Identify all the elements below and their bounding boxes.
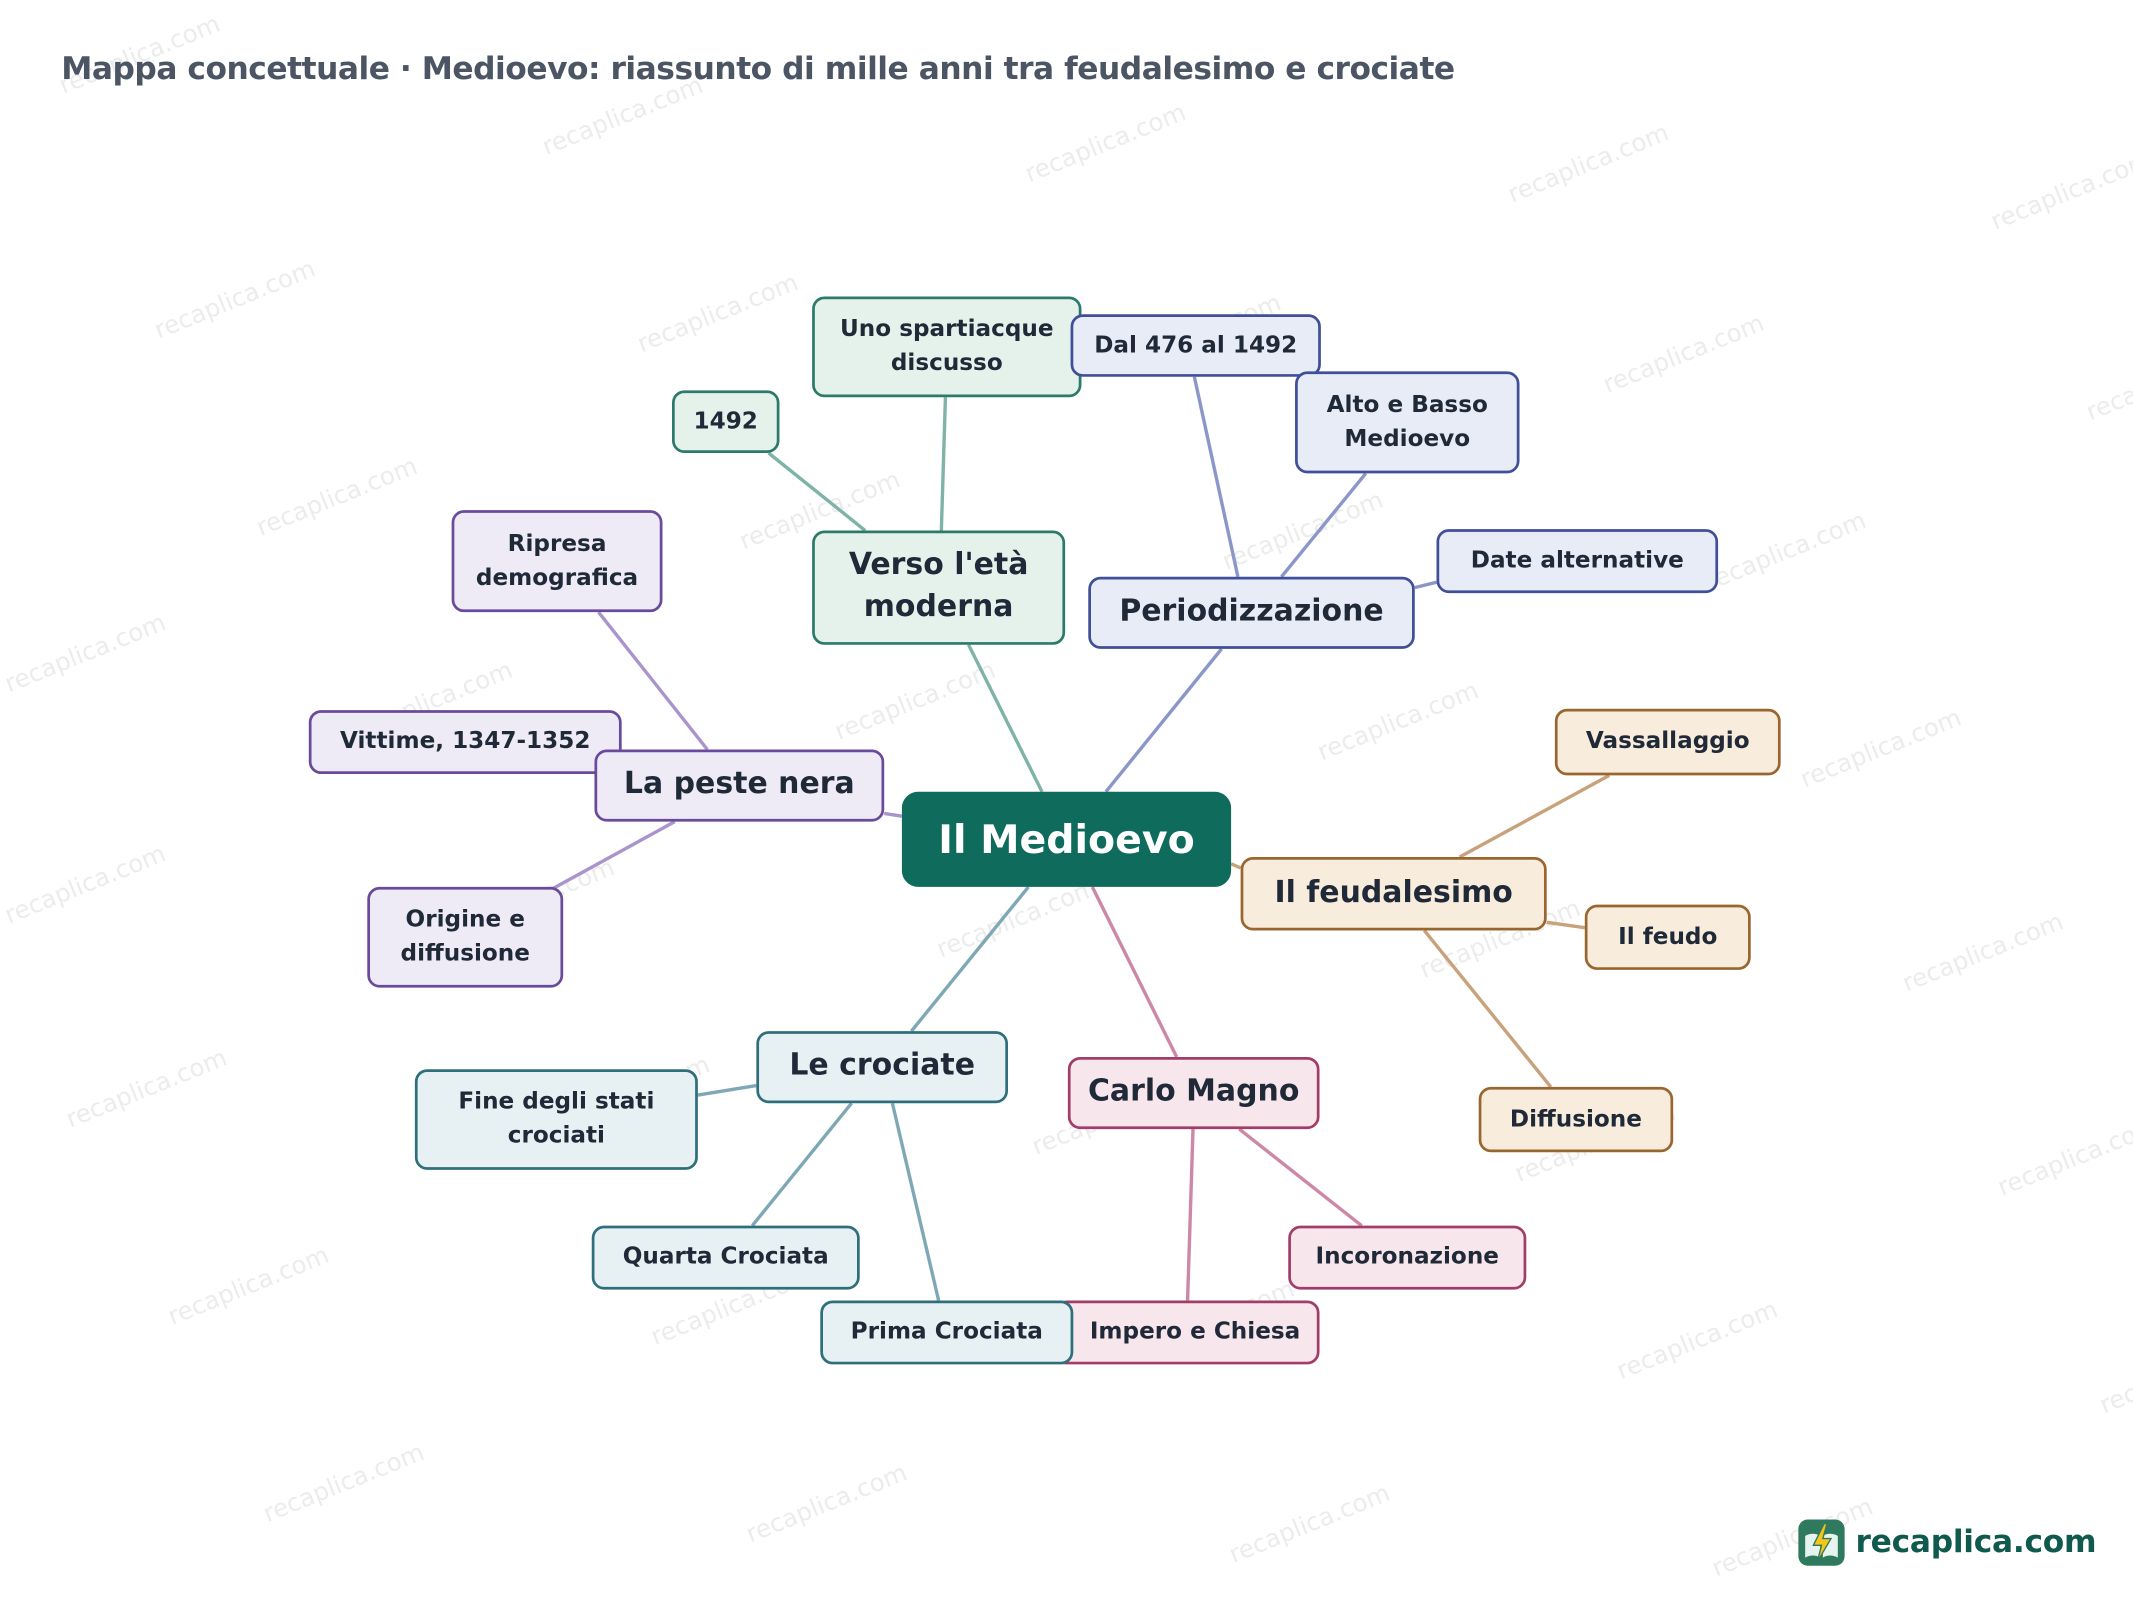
leaf-date-alternative[interactable]: Date alternative [1436,529,1719,594]
link-peste-origine [550,820,676,892]
link-crociate-prima [890,1102,941,1301]
leaf-ripresa-demografica[interactable]: Ripresa demografica [451,510,663,613]
link-period-dal476 [1192,376,1240,578]
brand-name: recaplica.com [1855,1524,2097,1561]
link-crociate-quarta [750,1102,853,1227]
leaf-spartiacque[interactable]: Uno spartiacque discusso [812,296,1082,398]
leaf-dal-476-al-1492[interactable]: Dal 476 al 1492 [1070,314,1321,377]
leaf-1492[interactable]: 1492 [672,390,780,453]
leaf-vassallaggio[interactable]: Vassallaggio [1554,708,1781,776]
branch-carlo-magno[interactable]: Carlo Magno [1067,1056,1320,1130]
link-root-periodizzazione [1104,647,1223,793]
link-root-peste [883,811,903,818]
link-feudo-vassallaggio [1458,773,1611,859]
link-root-verso [967,644,1044,793]
link-carlo-incoronazione [1238,1127,1363,1227]
leaf-quarta-crociata[interactable]: Quarta Crociata [591,1225,860,1290]
page-title: Mappa concettuale · Medioevo: riassunto … [61,51,1455,88]
link-period-alto [1280,472,1368,578]
link-root-feudalesimo [1230,862,1242,870]
link-root-carlo [1090,886,1179,1058]
link-verso-1492 [767,451,867,532]
leaf-incoronazione[interactable]: Incoronazione [1288,1225,1527,1290]
link-feudo-diffusione [1422,929,1553,1088]
link-verso-spartiacque [939,397,948,531]
branch-peste-nera[interactable]: La peste nera [594,749,885,822]
branch-crociate[interactable]: Le crociate [756,1031,1009,1104]
leaf-fine-stati-crociati[interactable]: Fine degli stati crociati [414,1069,698,1170]
link-crociate-fine [697,1083,757,1097]
leaf-origine-diffusione[interactable]: Origine e diffusione [367,886,564,988]
leaf-vittime[interactable]: Vittime, 1347-1352 [308,710,622,775]
branch-feudalesimo[interactable]: Il feudalesimo [1240,857,1547,931]
link-peste-ripresa [597,611,709,751]
link-carlo-impero [1185,1129,1195,1301]
brand-logo[interactable]: recaplica.com [1798,1519,2097,1566]
leaf-prima-crociata[interactable]: Prima Crociata [820,1300,1074,1365]
root-node[interactable]: Il Medioevo [901,791,1232,887]
leaf-diffusione[interactable]: Diffusione [1478,1086,1674,1153]
leaf-impero-chiesa[interactable]: Impero e Chiesa [1054,1300,1320,1365]
leaf-il-feudo[interactable]: Il feudo [1584,904,1751,970]
leaf-alto-basso-medioevo[interactable]: Alto e Basso Medioevo [1295,371,1520,474]
lightning-book-icon [1798,1519,1845,1566]
branch-verso-eta-moderna[interactable]: Verso l'età moderna [812,530,1066,645]
link-period-date [1414,580,1437,590]
branch-periodizzazione[interactable]: Periodizzazione [1088,576,1415,649]
link-root-crociate [910,885,1030,1033]
link-feudo-ilfeudo [1546,920,1586,930]
